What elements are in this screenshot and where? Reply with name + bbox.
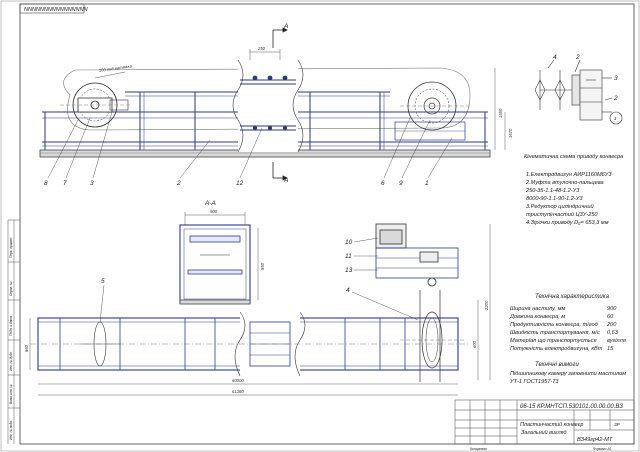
callout-top-6: 6 (381, 180, 385, 187)
spec-label-4: Матеріал що транспортується (510, 338, 597, 344)
callout-top-7: 7 (63, 180, 67, 187)
spec-value-3: 0,63 (607, 330, 619, 336)
spec-label-3: Швидкість транспортування, м/с (510, 330, 600, 336)
kinematic-item-2: 250-35-1.1-48-1.2-У3 (525, 188, 580, 194)
callout-top-12: 12 (236, 180, 244, 187)
kinematic-title: Кінематична схема приводу конвеєра (524, 154, 623, 160)
dim-section-height: 850 (260, 262, 265, 270)
margin-label-6: Инв. № подл. (9, 420, 13, 440)
kin-callout-4: 4 (553, 54, 557, 61)
margin-label-0: Перв. примен. (9, 237, 13, 258)
dim-plan-width: 860 (24, 344, 29, 352)
title-name-1: Пластинчастий конвеєр (520, 421, 583, 428)
title-name-2: Загальний вигляд (521, 429, 567, 436)
kinematic-list: 1.Електродвигун АИР1160M6У3 2.Муфта втул… (525, 172, 612, 226)
title-code: 06-15 КР.МНТСП.530101.00.00.00.ВЗ (520, 404, 623, 410)
spec-value-0: 900 (607, 306, 617, 312)
drawing-frame (19, 3, 635, 445)
kinematic-item-5: триступінчастий Ц3У-250 (526, 211, 598, 218)
section-a-a (179, 212, 259, 305)
dim-top-height: 1550 (498, 108, 503, 118)
callout-plan-4: 4 (346, 287, 350, 294)
kin-callout-2b: 2 (613, 95, 618, 102)
margin-label-1: Справ. № (9, 281, 13, 296)
top-left-stamp: NNNNNNNNNNNNNNNN (19, 3, 88, 14)
dim-top-span: 250 (257, 46, 266, 51)
margin-label-2: Подп. и дата (9, 316, 13, 336)
spec-label-1: Довжина конвеєра, м (509, 314, 565, 320)
callout-top-9: 9 (399, 180, 403, 187)
title-block (454, 399, 635, 445)
dim-plan-total: 61360 (232, 389, 244, 394)
dim-plan-length: 60000 (232, 378, 244, 383)
margin-label-4: Взам. инв. № (9, 384, 13, 404)
title-group: ВЗ49гр42-МТ (577, 437, 613, 443)
spec-value-5: 15 (607, 346, 614, 352)
kinematic-scheme (534, 59, 623, 125)
conveyor-plan-view (30, 223, 470, 382)
callout-plan-13: 13 (345, 267, 353, 274)
spec-value-2: 200 (606, 322, 617, 328)
dim-top-height2: 1670 (508, 128, 513, 138)
callout-top-1: 1 (425, 180, 429, 187)
footer-right: Формат А1 (593, 447, 612, 451)
requirement-line-0: Підшипникову камеру заповнити мастилом (510, 371, 626, 377)
spec-label-0: Ширина настилу, мм (510, 306, 565, 312)
title-sheet-mark: ЗР (614, 422, 620, 427)
kinematic-item-6: 4.Зірочки приводу D₀= 653,3 мм (526, 220, 609, 226)
kinematic-item-3: 8000-90-1.1-90-1.2-У3 (526, 196, 583, 202)
dim-section-width: 500 (210, 209, 218, 214)
section-marker-label-bottom: A (283, 177, 288, 184)
requirement-line-1: УТ-1 ГОСТ1957-73 (509, 379, 559, 385)
section-marker-bottom (272, 162, 288, 181)
kinematic-item-4: 3.Редуктор циліндричний (526, 203, 594, 210)
kinematic-item-0: 1.Електродвигун АИР1160M6У3 (526, 172, 612, 178)
left-margin-strip: Перв. примен. Справ. № Подп. и дата Инв.… (7, 219, 20, 444)
spec-value-1: 60 (607, 314, 614, 320)
top-callout-leaders (47, 111, 453, 179)
callout-plan-11: 11 (345, 253, 352, 260)
section-marker-label-top: A (283, 23, 288, 30)
top-dimensions (94, 49, 506, 150)
plan-callout-leaders (99, 237, 419, 323)
kinematic-item-1: 2.Муфта втулочно-пальцева (525, 180, 604, 186)
plan-dimensions (29, 224, 491, 396)
conveyor-side-view (39, 59, 491, 158)
dim-plan-right2: 2200 (484, 300, 489, 311)
kin-callout-3: 3 (614, 75, 618, 82)
stamp-text: NNNNNNNNNNNNNNNN (24, 7, 88, 13)
specs-table: Ширина настилу, мм 900 Довжина конвеєра,… (509, 306, 626, 352)
spec-label-2: Продуктивність конвеєра, т/год (510, 322, 598, 328)
dim-plan-right: 600 (472, 340, 477, 348)
kin-callout-1: 1 (614, 116, 617, 121)
spec-label-5: Потужність електродвигуна, кВт (510, 346, 603, 352)
margin-label-3: Инв. № дубл. (9, 351, 13, 371)
footer-left: Копировал (470, 447, 487, 451)
callout-top-8: 8 (44, 180, 48, 187)
callout-plan-5: 5 (101, 278, 105, 285)
kin-callout-2a: 2 (575, 54, 580, 61)
callout-top-3: 3 (90, 180, 94, 187)
callout-plan-10: 10 (345, 239, 353, 246)
section-marker-top (272, 27, 288, 48)
section-title: А-А (204, 200, 216, 207)
callout-top-2: 2 (176, 180, 181, 187)
requirements-title: Технічні вимоги (535, 362, 579, 368)
specs-title: Технічна характеристика (535, 294, 610, 300)
spec-value-4: вугілля (607, 338, 626, 344)
dim-top-chain: 100 ход натяжки (98, 63, 133, 73)
